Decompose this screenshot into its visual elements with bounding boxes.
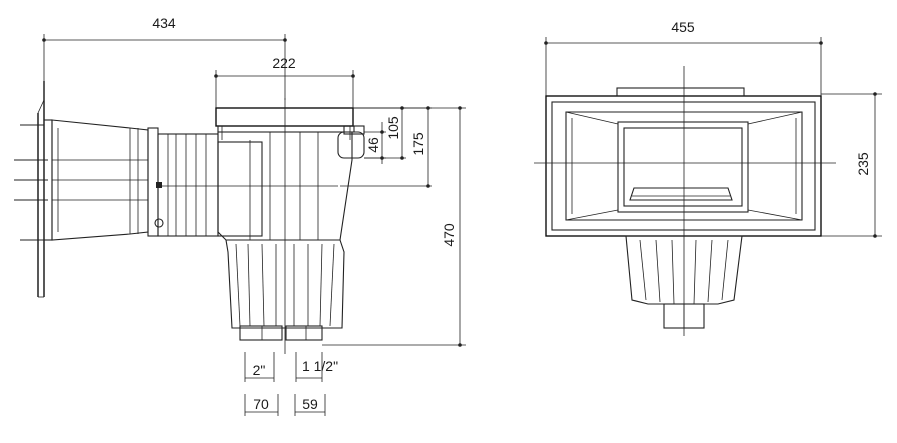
port-right-thread-label: 1 1/2" xyxy=(302,358,338,374)
dim-46-label: 46 xyxy=(365,137,381,153)
dim-470: 470 xyxy=(322,106,466,347)
skimmer-body xyxy=(215,107,365,341)
front-weir xyxy=(617,121,749,213)
wall-flange xyxy=(14,81,53,298)
dim-46: 46 xyxy=(364,122,386,164)
port-right-width-label: 59 xyxy=(302,396,318,412)
dim-470-label: 470 xyxy=(441,223,457,247)
port-left-thread-label: 2" xyxy=(253,362,266,378)
port-left-width-label: 70 xyxy=(253,396,269,412)
mouth-tube xyxy=(51,119,262,241)
dim-455: 455 xyxy=(544,19,823,96)
dim-105-label: 105 xyxy=(385,116,401,140)
front-view: 455 235 xyxy=(534,19,882,336)
dim-175-label: 175 xyxy=(410,132,426,156)
port-widths: 70 59 xyxy=(244,394,326,416)
dim-235: 235 xyxy=(821,92,882,238)
front-basket xyxy=(625,235,743,305)
dim-222-label: 222 xyxy=(272,55,296,71)
dim-434-label: 434 xyxy=(152,15,176,31)
side-view: 434 222 470 175 xyxy=(14,15,466,416)
dim-455-label: 455 xyxy=(671,19,695,35)
port-threads: 2" 1 1/2" xyxy=(244,352,338,382)
dim-434: 434 xyxy=(42,15,287,100)
dim-222: 222 xyxy=(214,55,355,108)
dim-235-label: 235 xyxy=(855,152,871,176)
